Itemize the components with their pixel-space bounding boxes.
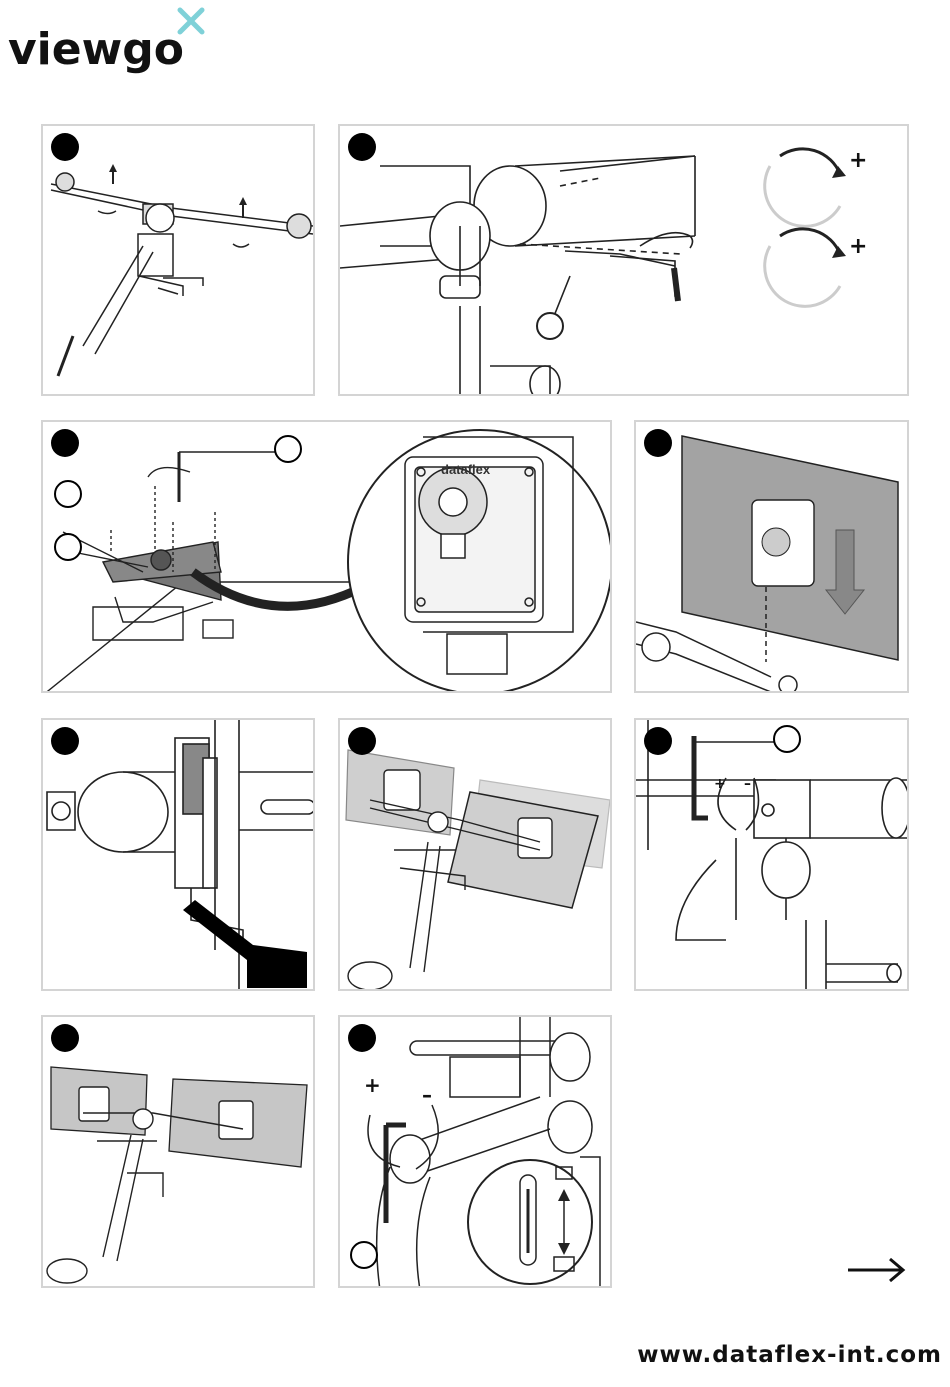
step-number-marker xyxy=(51,133,79,161)
coupling-side-illustration xyxy=(43,720,315,991)
callout-circle-allen-key xyxy=(773,725,801,753)
step-number-marker xyxy=(51,727,79,755)
rotation-plus-sign-1: + xyxy=(849,148,867,173)
step-panel-1 xyxy=(41,124,315,396)
step-panel-5 xyxy=(41,718,315,991)
footer-website-url[interactable]: www.dataflex-int.com xyxy=(637,1342,942,1368)
callout-circle-b xyxy=(54,480,82,508)
rotation-plus-sign-2: + xyxy=(849,234,867,259)
step-number-marker xyxy=(51,1024,79,1052)
step-number-marker xyxy=(348,1024,376,1052)
step-panel-3: dataflex xyxy=(41,420,612,693)
spring-plus-sign: + xyxy=(364,1073,381,1097)
arrow-right-icon[interactable] xyxy=(846,1255,908,1285)
step-panel-8 xyxy=(41,1015,315,1288)
tilt-minus-sign: – xyxy=(744,776,751,792)
tilt-tension-illustration xyxy=(636,720,909,991)
brand-name: viewgo xyxy=(8,24,184,75)
callout-circle-a xyxy=(274,435,302,463)
step-panel-9: + – xyxy=(338,1015,612,1288)
monitor-slide-illustration xyxy=(636,422,909,693)
gas-spring-tension-illustration xyxy=(340,1017,612,1288)
step-number-marker xyxy=(51,429,79,457)
callout-circle-allen-key xyxy=(350,1241,378,1269)
arm-overview-illustration xyxy=(43,126,315,396)
step-number-marker xyxy=(348,727,376,755)
dataflex-brand-mark: dataflex xyxy=(441,462,491,477)
step-panel-2: + + xyxy=(338,124,909,396)
step-panel-6 xyxy=(338,718,612,991)
vesa-plate-illustration: dataflex xyxy=(43,422,612,693)
callout-circle-c xyxy=(54,533,82,561)
bracket-tighten-illustration xyxy=(340,126,909,396)
step-number-marker xyxy=(644,429,672,457)
step-number-marker xyxy=(644,727,672,755)
step-number-marker xyxy=(348,133,376,161)
spring-minus-sign: – xyxy=(422,1083,432,1107)
step-panel-7: + – xyxy=(634,718,909,991)
brand-logo: viewgo xyxy=(8,6,208,76)
close-x-mark-icon xyxy=(176,6,206,36)
step-panel-4 xyxy=(634,420,909,693)
tilt-plus-sign: + xyxy=(714,776,726,792)
dual-monitor-illustration xyxy=(43,1017,315,1288)
monitor-rotation-illustration xyxy=(340,720,612,991)
